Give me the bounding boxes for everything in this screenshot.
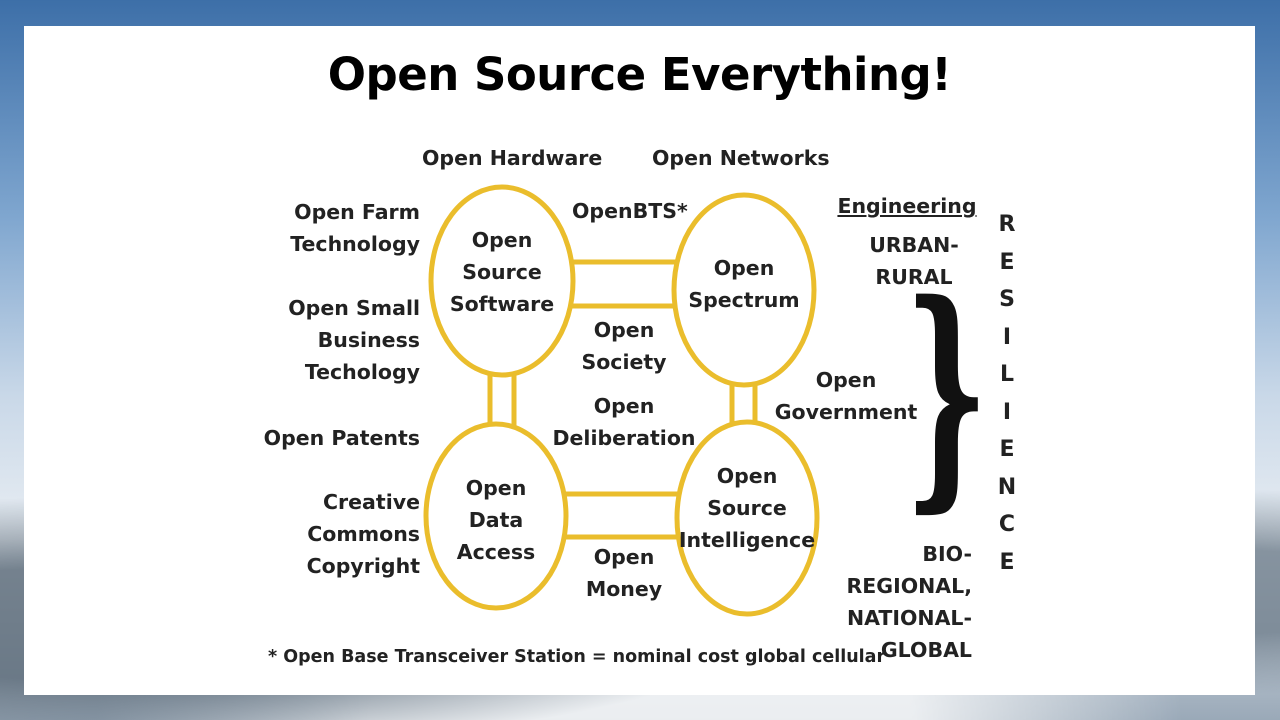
label-urban-rural: URBAN- RURAL xyxy=(869,233,959,289)
node-open-source-software: Open Source Software xyxy=(449,228,555,316)
label-open-farm-technology: Open Farm Technology xyxy=(290,200,420,256)
label-open-deliberation: Open Deliberation xyxy=(552,394,696,450)
ellipse-open-spectrum xyxy=(671,192,817,388)
label-open-money: Open Money xyxy=(585,545,663,601)
label-creative-commons-copyright: Creative Commons Copyright xyxy=(306,490,420,578)
label-open-hardware: Open Hardware xyxy=(422,146,603,170)
slide-title: Open Source Everything! xyxy=(327,48,952,101)
node-open-spectrum: Open Spectrum xyxy=(688,256,800,312)
ellipse-open-source-software xyxy=(428,184,576,378)
ellipse-open-source-intelligence xyxy=(674,419,820,617)
label-openbts: OpenBTS* xyxy=(572,199,688,223)
label-open-networks: Open Networks xyxy=(652,146,830,170)
curly-brace: } xyxy=(904,251,989,533)
label-bio-regional-global: BIO- REGIONAL, NATIONAL- GLOBAL xyxy=(846,542,972,662)
label-engineering: Engineering xyxy=(837,194,977,218)
ellipse-open-data-access xyxy=(423,421,569,611)
footnote: * Open Base Transceiver Station = nomina… xyxy=(268,647,886,667)
label-open-society: Open Society xyxy=(581,318,667,374)
node-open-data-access: Open Data Access xyxy=(456,476,536,564)
label-open-government: Open Government xyxy=(774,368,918,424)
slide-panel: Open Source Everything! Open Source Soft… xyxy=(24,26,1255,695)
label-open-small-business: Open Small Business Techology xyxy=(288,296,420,384)
label-open-patents: Open Patents xyxy=(263,426,420,450)
label-resilience-vertical: R E S I L I E N C E xyxy=(997,212,1017,575)
node-open-source-intelligence: Open Source Intelligence xyxy=(678,464,816,552)
connector-diagram xyxy=(423,184,820,617)
